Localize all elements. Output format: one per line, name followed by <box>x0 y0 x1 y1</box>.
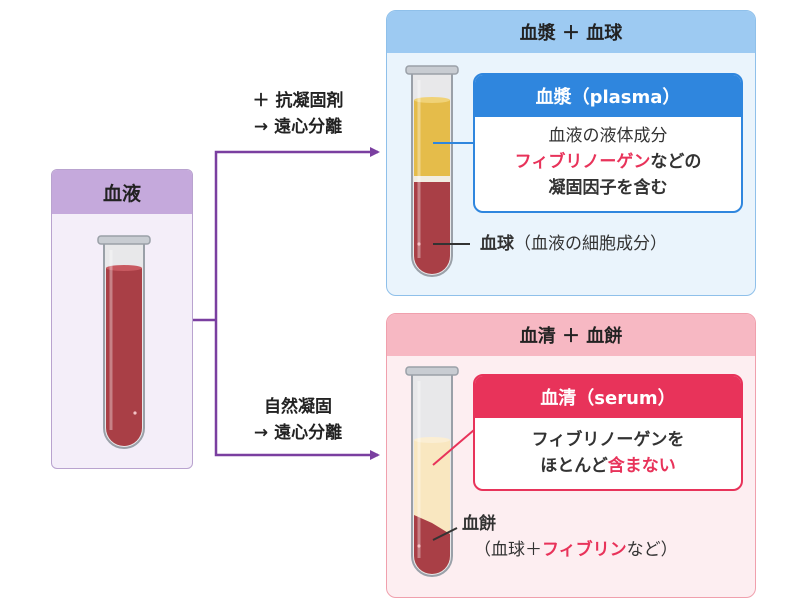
plasma-callout-title: 血漿（plasma） <box>475 75 741 117</box>
blood-cells-term: 血球 <box>480 234 514 254</box>
clot-desc: （血球＋フィブリンなど） <box>474 538 678 562</box>
natural-clotting-line1: 自然凝固 <box>264 397 332 417</box>
anticoagulant-line1: ＋ 抗凝固剤 <box>252 91 344 111</box>
arrow-to-plasma <box>214 147 380 320</box>
plasma-desc-line3: 凝固因子を含む <box>548 178 668 198</box>
serum-desc-line2: ほとんど含まない <box>475 453 741 479</box>
whole-blood-tube <box>97 235 151 449</box>
plasma-callout-body: 血液の液体成分 フィブリノーゲンなどの 凝固因子を含む <box>475 117 741 201</box>
serum-callout-title: 血清（serum） <box>475 376 741 418</box>
plasma-tube <box>405 65 459 277</box>
fibrin-highlight: フィブリン <box>542 540 627 560</box>
serum-tube <box>405 366 459 577</box>
natural-clotting-line2: → 遠心分離 <box>253 423 343 443</box>
clot-term: 血餅 <box>462 514 496 534</box>
serum-desc-line1: フィブリノーゲンを <box>531 430 685 450</box>
blood-cells-desc: （血液の細胞成分） <box>514 234 667 254</box>
serum-callout: 血清（serum） フィブリノーゲンを ほとんど含まない <box>473 374 743 491</box>
plasma-desc-line2-rest: などの <box>650 152 702 172</box>
serum-callout-body: フィブリノーゲンを ほとんど含まない <box>475 418 741 479</box>
anticoagulant-line2: → 遠心分離 <box>253 117 343 137</box>
plasma-desc-line1: 血液の液体成分 <box>548 126 668 146</box>
clot-desc-close: など） <box>626 540 678 560</box>
arrow-to-serum <box>214 320 380 460</box>
anticoagulant-label: ＋ 抗凝固剤 → 遠心分離 <box>228 88 368 140</box>
serum-leader-line <box>432 429 475 466</box>
serum-panel-title: 血清 ＋ 血餅 <box>387 314 755 356</box>
plasma-callout: 血漿（plasma） 血液の液体成分 フィブリノーゲンなどの 凝固因子を含む <box>473 73 743 213</box>
natural-clotting-label: 自然凝固 → 遠心分離 <box>228 394 368 446</box>
process-arrows <box>193 147 380 460</box>
blood-cells-label: 血球（血液の細胞成分） <box>480 232 667 256</box>
serum-desc-line2-normal: ほとんど <box>540 456 608 476</box>
plasma-desc-line2: フィブリノーゲンなどの <box>475 149 741 175</box>
plasma-panel-title: 血漿 ＋ 血球 <box>387 11 755 53</box>
clot-desc-open: （血球＋ <box>474 540 542 560</box>
whole-blood-title: 血液 <box>52 170 192 214</box>
clot-leader-line <box>432 527 458 541</box>
fibrinogen-highlight: フィブリノーゲン <box>514 152 651 172</box>
not-contained-highlight: 含まない <box>607 456 676 476</box>
